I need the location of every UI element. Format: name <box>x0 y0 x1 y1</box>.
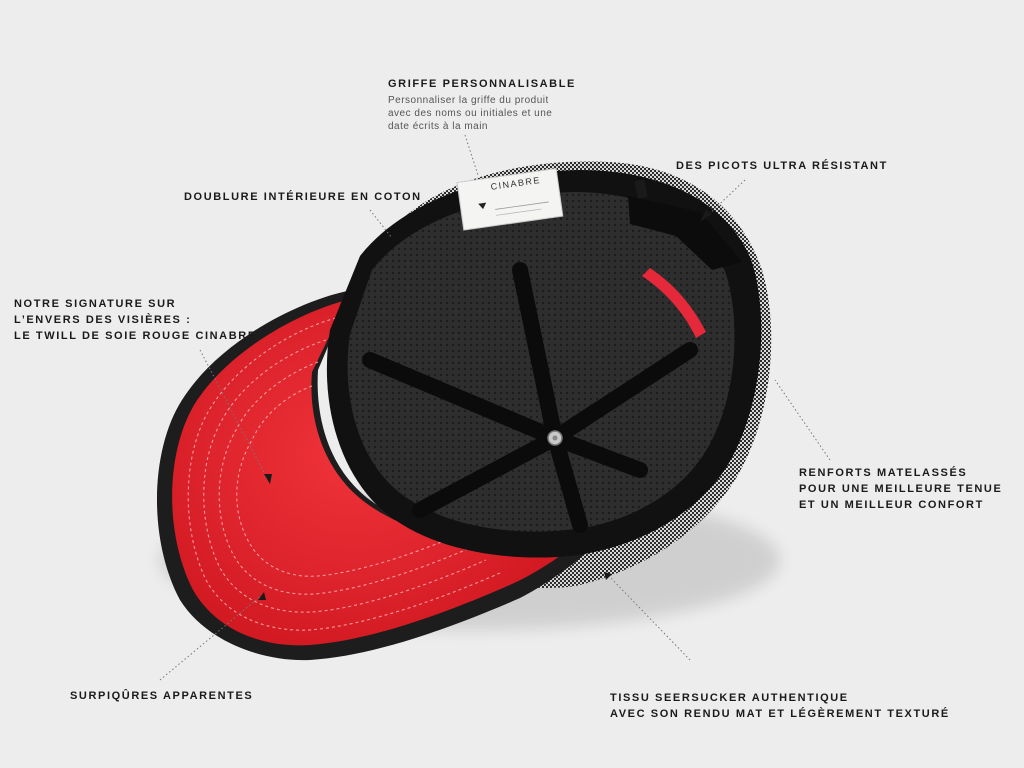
surpiqures-title: SURPIQÛRES APPARENTES <box>70 690 254 702</box>
callout-signature: NOTRE SIGNATURE SUR L’ENVERS DES VISIÈRE… <box>14 296 257 344</box>
callout-surpiqures: SURPIQÛRES APPARENTES <box>70 688 253 704</box>
callout-doublure: DOUBLURE INTÉRIEURE EN COTON <box>184 189 422 205</box>
pointer-picots <box>704 179 746 219</box>
visor-stitching <box>187 317 501 631</box>
tissu-title: TISSU SEERSUCKER AUTHENTIQUE AVEC SON RE… <box>610 692 950 720</box>
strap-picots <box>628 196 742 270</box>
renforts-title: RENFORTS MATELASSÉS POUR UNE MEILLEURE T… <box>799 467 1003 511</box>
brand-tape <box>642 268 706 338</box>
pointer-tissu <box>607 574 691 661</box>
griffe-title: GRIFFE PERSONNALISABLE <box>388 78 576 90</box>
pointer-doublure <box>369 209 393 239</box>
arrow-signature <box>264 474 272 484</box>
callout-tissu: TISSU SEERSUCKER AUTHENTIQUE AVEC SON RE… <box>610 690 950 722</box>
pointer-griffe <box>464 134 479 176</box>
doublure-title: DOUBLURE INTÉRIEURE EN COTON <box>184 191 422 203</box>
seam-tapes <box>362 262 698 533</box>
callout-griffe: GRIFFE PERSONNALISABLE Personnaliser la … <box>388 76 576 133</box>
callout-renforts: RENFORTS MATELASSÉS POUR UNE MEILLEURE T… <box>799 465 1002 513</box>
visor-red-twill <box>172 300 576 646</box>
pointer-signature <box>199 349 269 481</box>
picots-title: DES PICOTS ULTRA RÉSISTANT <box>676 160 888 172</box>
arrow-picots <box>700 210 712 222</box>
signature-title: NOTRE SIGNATURE SUR L’ENVERS DES VISIÈRE… <box>14 298 257 342</box>
arrow-tissu <box>604 572 612 580</box>
callout-picots: DES PICOTS ULTRA RÉSISTANT <box>676 158 888 174</box>
arrow-surpiqures <box>258 592 266 600</box>
griffe-description: Personnaliser la griffe du produit avec … <box>388 95 553 132</box>
custom-label <box>456 168 564 231</box>
pointer-surpiqures <box>159 594 263 681</box>
pointer-renforts <box>774 379 831 461</box>
